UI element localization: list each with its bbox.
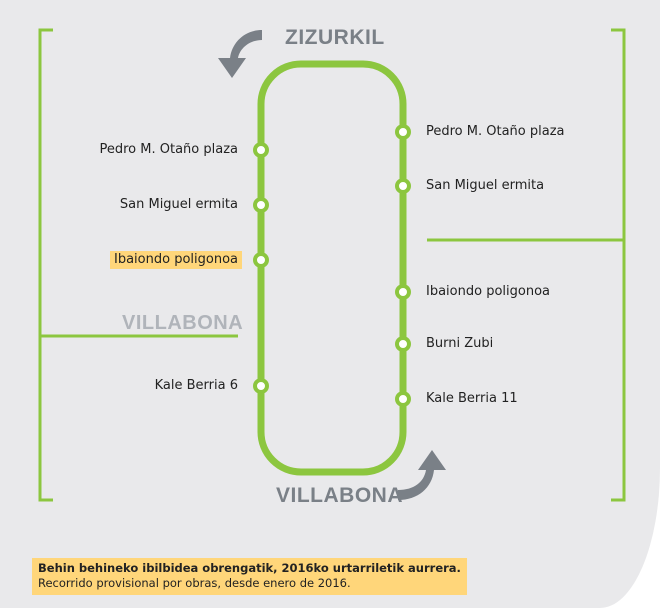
notice-line-basque: Behin behineko ibilbidea obrengatik, 201… xyxy=(38,561,461,575)
notice-box: Behin behineko ibilbidea obrengatik, 201… xyxy=(32,558,467,595)
stop-marker xyxy=(253,378,269,394)
stop-marker xyxy=(395,391,411,407)
route-loop xyxy=(257,60,407,476)
right-bracket xyxy=(611,28,626,502)
stop-marker xyxy=(395,284,411,300)
stop-marker xyxy=(253,197,269,213)
stop-label: San Miguel ermita xyxy=(426,178,545,193)
left-bracket xyxy=(38,28,53,502)
stop-marker xyxy=(395,124,411,140)
stop-marker xyxy=(253,142,269,158)
stop-label: Ibaiondo poligonoa xyxy=(426,284,550,299)
curved-arrow-icon xyxy=(398,450,446,500)
stop-label: San Miguel ermita xyxy=(119,197,238,212)
stop-label: Kale Berria 11 xyxy=(426,391,518,406)
stop-marker xyxy=(253,252,269,268)
stop-label: Pedro M. Otaño plaza xyxy=(99,142,239,157)
city-label-middle: VILLABONA xyxy=(122,312,244,334)
stop-marker xyxy=(395,336,411,352)
stop-label: Pedro M. Otaño plaza xyxy=(426,124,565,139)
stop-marker xyxy=(395,178,411,194)
city-label-top: ZIZURKIL xyxy=(285,26,385,49)
stop-label-highlighted: Ibaiondo poligonoa xyxy=(110,251,242,269)
city-label-bottom: VILLABONA xyxy=(276,484,403,507)
curved-arrow-icon xyxy=(218,30,262,78)
stop-label: Burni Zubi xyxy=(426,336,494,351)
notice-line-spanish: Recorrido provisional por obras, desde e… xyxy=(38,576,351,590)
stop-label: Kale Berria 6 xyxy=(154,378,238,393)
